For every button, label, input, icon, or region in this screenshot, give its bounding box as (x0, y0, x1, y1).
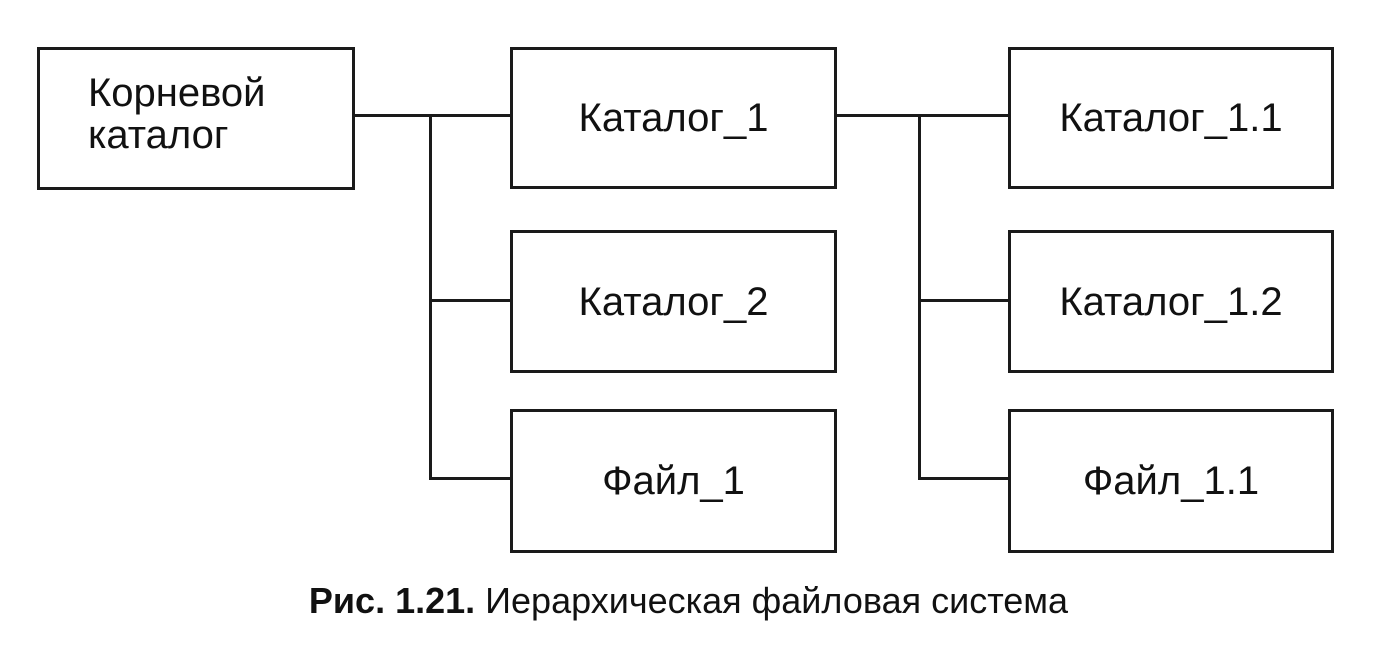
node-catalog-1-2-label: Каталог_1.2 (1059, 279, 1283, 324)
connector-root-out (352, 114, 432, 117)
node-file-1-label: Файл_1 (602, 459, 745, 503)
node-file-1-1-label: Файл_1.1 (1082, 459, 1260, 503)
connector-to-file-1-1 (918, 477, 1011, 480)
node-catalog-1-label: Каталог_1 (578, 96, 769, 140)
figure-caption: Рис. 1.21. Иерархическая файловая систем… (0, 580, 1377, 622)
node-file-1-1: Файл_1.1 (1008, 409, 1334, 553)
figure-caption-label: Рис. 1.21. (308, 580, 476, 621)
figure-caption-text: Иерархическая файловая система (475, 580, 1069, 621)
connector-to-file-1 (429, 477, 513, 480)
node-catalog-1: Каталог_1 (510, 47, 837, 189)
node-root-catalog: Корневой каталог (37, 47, 355, 190)
node-catalog-1-1: Каталог_1.1 (1008, 47, 1334, 189)
connector-to-catalog-1-2 (918, 299, 1011, 302)
node-catalog-1-1-label: Каталог_1.1 (1059, 96, 1283, 140)
connector-catalog-1-out (834, 114, 921, 117)
node-catalog-2-label: Каталог_2 (578, 279, 769, 324)
node-file-1: Файл_1 (510, 409, 837, 553)
connector-level2-trunk (918, 114, 921, 480)
node-catalog-1-2: Каталог_1.2 (1008, 230, 1334, 373)
node-root-catalog-label: Корневой каталог (88, 71, 266, 157)
connector-to-catalog-1-1 (918, 114, 1011, 117)
connector-level1-trunk (429, 114, 432, 480)
connector-to-catalog-2 (429, 299, 513, 302)
node-catalog-2: Каталог_2 (510, 230, 837, 373)
connector-to-catalog-1 (429, 114, 513, 117)
